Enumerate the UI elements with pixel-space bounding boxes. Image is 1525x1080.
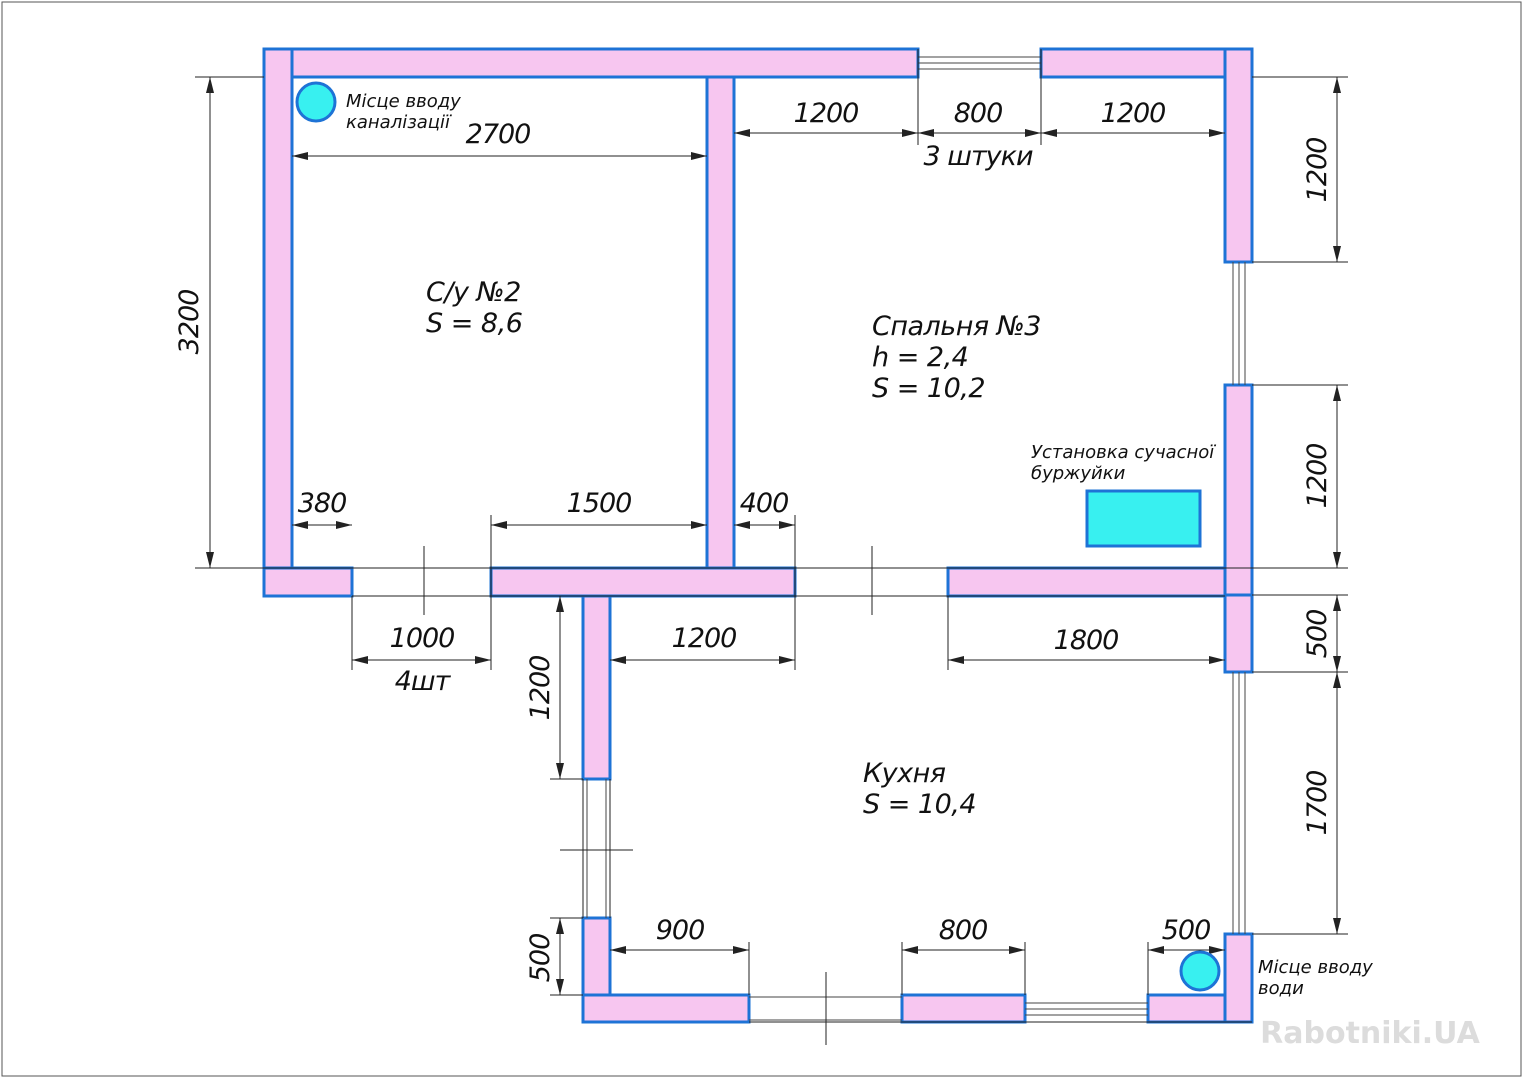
sewer-inlet-marker [295, 81, 337, 123]
wall-right-mid [1223, 383, 1254, 597]
wall-top-right [1039, 47, 1254, 79]
dimension-lines [195, 49, 1348, 1045]
wall-partition [705, 75, 736, 570]
wall-kitchen-left-top [581, 594, 612, 781]
bedroom-height: h = 2,4 [872, 342, 968, 373]
dim-low-1200: 1200 [672, 623, 737, 654]
dim-right-1700: 1700 [1302, 771, 1333, 836]
dim-kitchen-left-1200: 1200 [525, 656, 556, 721]
stove-label-line2: буржуйки [1031, 463, 1126, 484]
water-label-line2: води [1258, 978, 1304, 999]
dim-kitchen-left-500: 500 [525, 934, 556, 983]
dim-right-1200-mid: 1200 [1302, 444, 1333, 509]
dim-1000: 1000 [390, 623, 455, 654]
dim-1500: 1500 [567, 488, 632, 519]
annotations: Місце вводу каналізації 3 штуки 4шт Уста… [346, 91, 1373, 999]
room-labels: С/у №2 S = 8,6 Спальня №3 h = 2,4 S = 10… [426, 277, 1041, 820]
dim-right-500: 500 [1302, 610, 1333, 659]
wall-mid-right [946, 566, 1227, 598]
water-label-line1: Місце вводу [1258, 957, 1373, 978]
wall-mid-center [489, 566, 797, 598]
stove-marker [1085, 489, 1202, 548]
bathroom-name: С/у №2 [426, 277, 521, 308]
dim-top-800: 800 [954, 98, 1003, 129]
wall-left [262, 47, 294, 598]
dim-bottom-800: 800 [939, 915, 988, 946]
wall-bottom-mid [900, 993, 1027, 1024]
wall-bottom-left [581, 993, 751, 1024]
stove-label-line1: Установка сучасної [1031, 442, 1216, 463]
sewer-label-line1: Місце вводу [346, 91, 461, 112]
windows-count-top: 3 штуки [923, 141, 1032, 172]
dim-bottom-900: 900 [656, 915, 705, 946]
kitchen-name: Кухня [863, 758, 946, 789]
bedroom-name: Спальня №3 [872, 311, 1041, 342]
bedroom-area: S = 10,2 [872, 373, 985, 404]
wall-right-bottom [1223, 932, 1254, 1024]
wall-top-left [262, 47, 920, 79]
dim-right-1200-top: 1200 [1302, 138, 1333, 203]
dim-bottom-500: 500 [1162, 915, 1211, 946]
dim-3200: 3200 [174, 290, 205, 355]
bathroom-area: S = 8,6 [426, 308, 522, 339]
wall-mid-left [262, 566, 354, 598]
wall-right-kitchen [1223, 593, 1254, 674]
dim-400: 400 [740, 488, 789, 519]
dim-1800: 1800 [1054, 625, 1119, 656]
kitchen-area: S = 10,4 [863, 789, 976, 820]
dim-top-1200-left: 1200 [794, 98, 859, 129]
windows-count-bottom: 4шт [395, 666, 452, 697]
dimension-labels: 2700 1200 800 1200 3200 1200 1200 500 17… [174, 98, 1333, 982]
sewer-label-line2: каналізації [346, 112, 452, 133]
dim-380: 380 [298, 488, 347, 519]
watermark: Rabotniki.UA [1260, 1016, 1480, 1051]
water-inlet-marker [1179, 950, 1221, 992]
wall-right-top [1223, 47, 1254, 264]
dim-top-1200-right: 1200 [1101, 98, 1166, 129]
dim-2700: 2700 [466, 119, 531, 150]
